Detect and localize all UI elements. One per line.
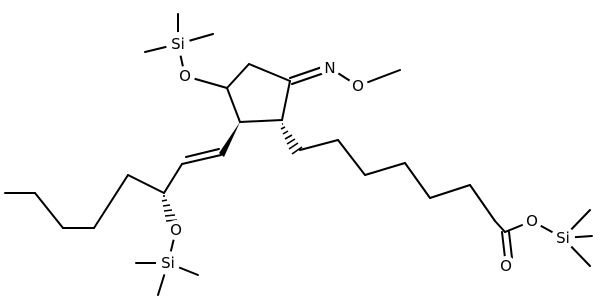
svg-text:Si: Si [161, 254, 175, 272]
hashed-bond-ester-chain [280, 123, 303, 155]
alkenyl-side-chain [4, 148, 222, 229]
atom-label-si-ester: Si [551, 226, 575, 250]
atom-label-o-ester: O [522, 211, 542, 231]
svg-text:O: O [526, 212, 538, 230]
cyclopentane-ring [226, 63, 291, 123]
svg-text:O: O [352, 77, 364, 95]
heptanoate-chain [299, 139, 506, 233]
hashed-bond-side-otms [161, 195, 178, 222]
atom-label-o-side: O [166, 220, 186, 240]
atom-label-o-methoxy: O [348, 76, 368, 96]
atom-label-n-oxime: N [320, 58, 340, 78]
ester-group [501, 209, 593, 267]
methoxime-group [289, 64, 401, 87]
atom-label-si-side: Si [156, 251, 180, 275]
svg-text:Si: Si [171, 35, 185, 53]
wedge-bond-side-chain [219, 122, 240, 157]
svg-text:O: O [179, 67, 191, 85]
atom-label-o-top: O [175, 66, 195, 86]
svg-text:O: O [500, 257, 512, 275]
svg-text:Si: Si [556, 229, 570, 247]
atom-label-si-top: Si [166, 32, 190, 56]
svg-text:N: N [324, 59, 335, 77]
atom-label-o-carbonyl: O [496, 256, 516, 276]
svg-text:O: O [170, 221, 182, 239]
